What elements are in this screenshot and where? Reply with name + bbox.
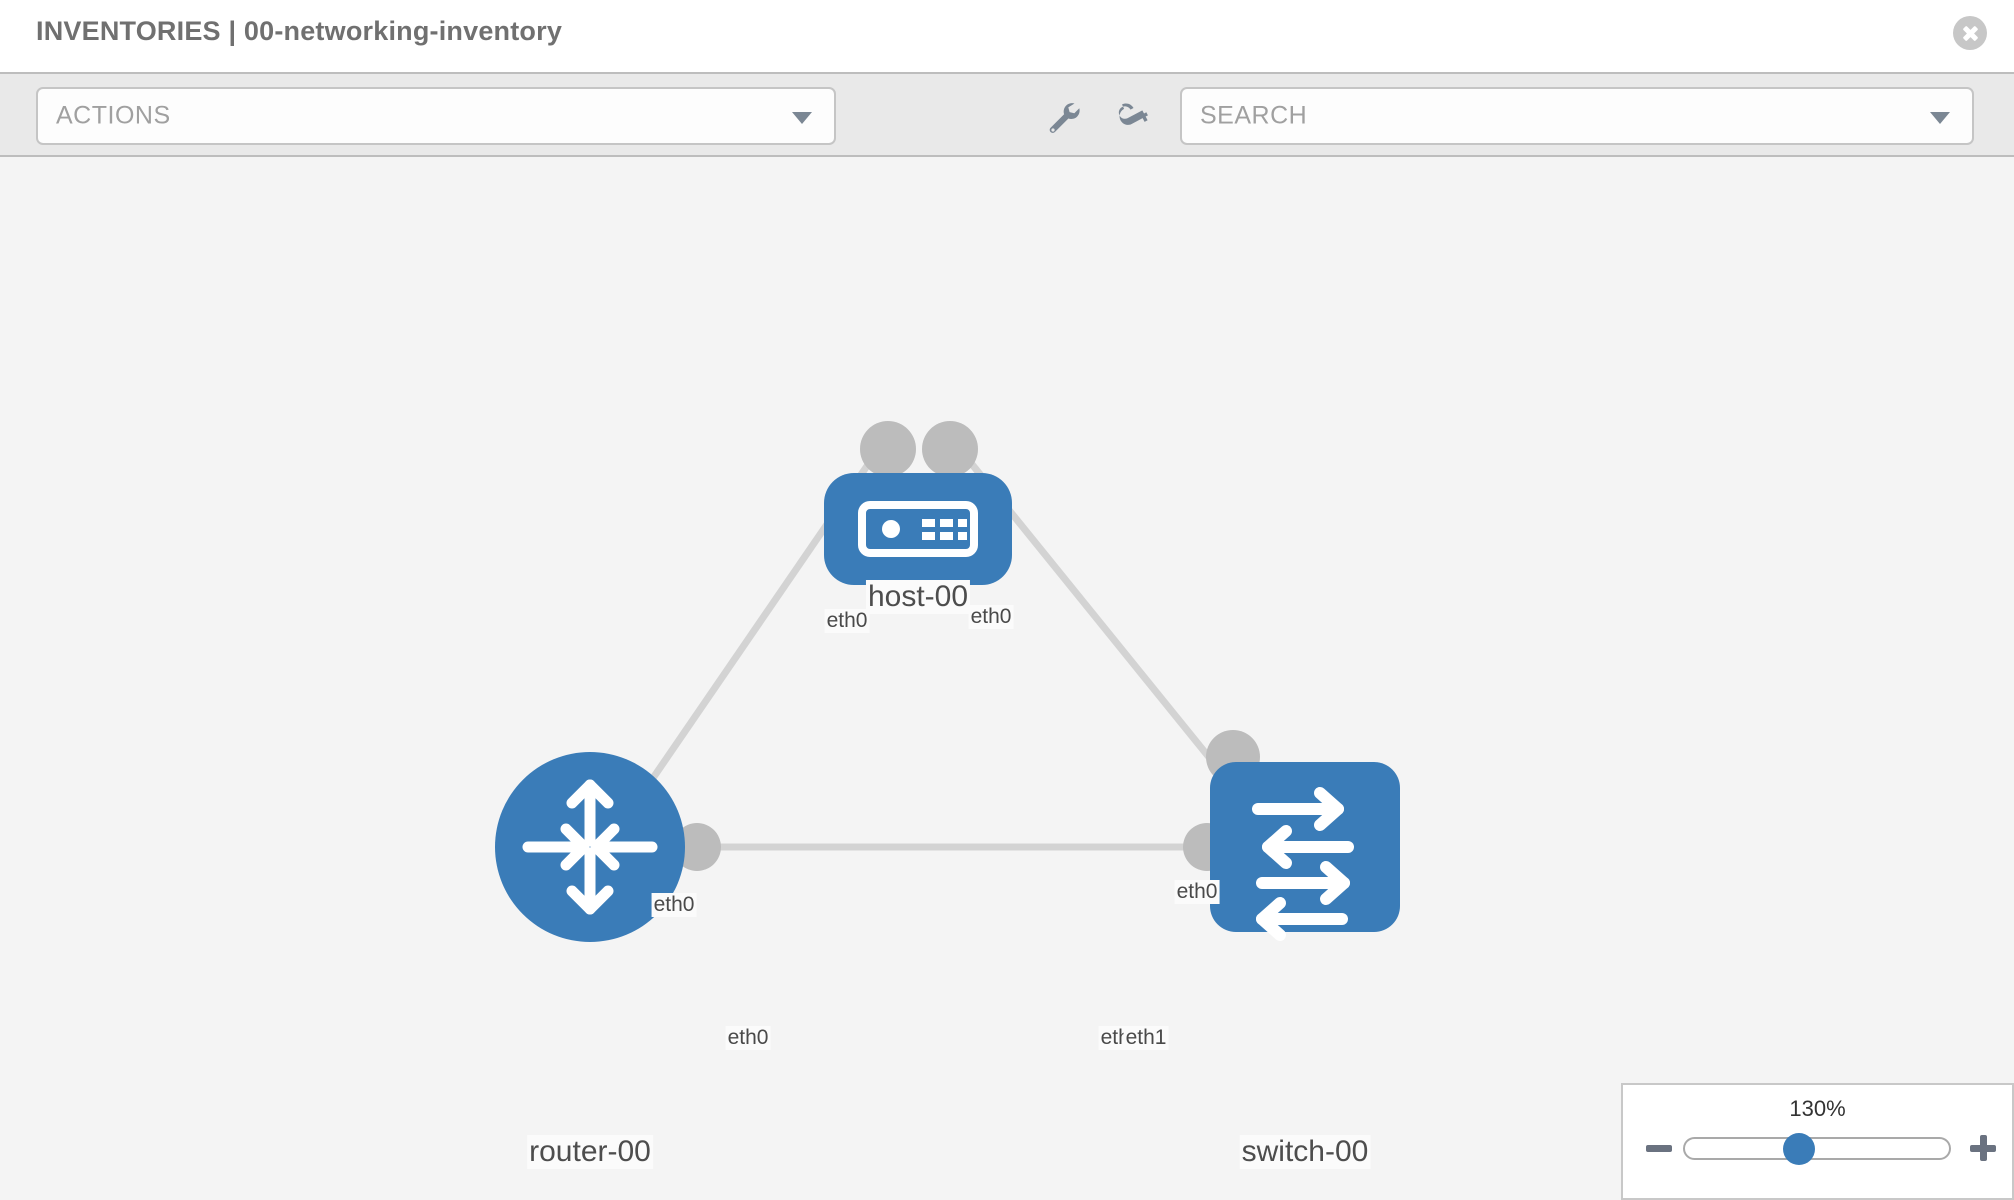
actions-dropdown-label: ACTIONS	[56, 101, 171, 130]
node-host-00-shape[interactable]	[824, 473, 1012, 585]
wrench-icon-svg	[1049, 103, 1080, 133]
server-icon	[858, 501, 978, 557]
edge-label-router-right: eth0	[725, 1026, 771, 1050]
wrench-icon[interactable]	[1045, 100, 1085, 136]
edge-label-router-up: eth0	[651, 893, 697, 917]
page-header: INVENTORIES | 00-networking-inventory	[0, 0, 2014, 72]
switch-icon	[1252, 787, 1354, 941]
chevron-down-icon	[1930, 112, 1950, 124]
toolbar: ACTIONS SEARCH	[0, 72, 2014, 157]
connector-router-right[interactable]	[673, 823, 721, 871]
router-icon	[522, 779, 658, 915]
key-icon[interactable]	[1113, 100, 1153, 136]
zoom-control-panel: 130%	[1621, 1083, 2014, 1200]
key-icon-svg	[1118, 103, 1148, 125]
connector-host-right[interactable]	[922, 421, 978, 477]
page-title: INVENTORIES | 00-networking-inventory	[36, 16, 563, 46]
topology-graph[interactable]	[0, 157, 2014, 1200]
topology-canvas[interactable]: eth0 eth0 eth0 eth0 eth0 eth0 eth1 host-…	[0, 157, 2014, 1200]
node-router-00-shape[interactable]	[495, 752, 685, 942]
node-router-00[interactable]	[495, 752, 685, 942]
edge-label-host-left: eth0	[824, 609, 870, 633]
search-input[interactable]: SEARCH	[1180, 87, 1974, 145]
close-icon[interactable]	[1953, 16, 1987, 50]
node-label-router-00: router-00	[527, 1135, 653, 1169]
zoom-slider-track[interactable]	[1683, 1137, 1951, 1160]
zoom-level-value: 130%	[1789, 1096, 1846, 1121]
actions-dropdown[interactable]: ACTIONS	[36, 87, 836, 145]
connector-host-left[interactable]	[860, 421, 916, 477]
zoom-slider-thumb[interactable]	[1783, 1133, 1815, 1165]
search-placeholder: SEARCH	[1200, 101, 1308, 130]
edge-label-switch-left-eth1: eth1	[1123, 1026, 1169, 1050]
zoom-out-button[interactable]	[1644, 1133, 1674, 1163]
node-label-host-00: host-00	[865, 580, 971, 614]
edge-label-switch-up: eth0	[1174, 880, 1220, 904]
chevron-down-icon	[792, 112, 812, 124]
node-host-00[interactable]	[824, 473, 1012, 585]
edge-label-host-right: eth0	[968, 605, 1014, 629]
zoom-in-button[interactable]	[1968, 1133, 1998, 1163]
node-switch-00[interactable]	[1210, 762, 1400, 941]
node-label-switch-00: switch-00	[1239, 1135, 1371, 1169]
